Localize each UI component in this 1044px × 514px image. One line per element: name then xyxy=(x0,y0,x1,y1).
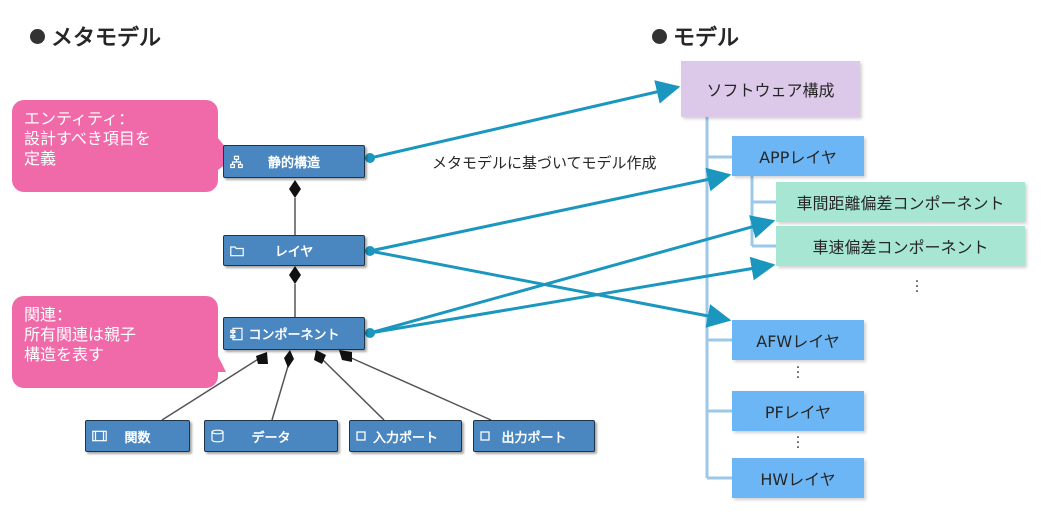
arrow-origin-dots xyxy=(365,153,375,338)
app-layer-box[interactable]: APPレイヤ xyxy=(732,136,864,176)
metamodel-heading: メタモデル xyxy=(30,20,161,52)
software-config-box[interactable]: ソフトウェア構成 xyxy=(681,61,860,117)
function-box[interactable]: 関数 xyxy=(85,420,190,452)
relation-note: 関連： 所有関連は親子 構造を表す xyxy=(12,296,218,388)
bullet-icon xyxy=(652,29,667,44)
input-port-box[interactable]: 入力ポート xyxy=(349,420,462,452)
component-box[interactable]: コンポーネント xyxy=(223,317,365,350)
distance-component-box[interactable]: 車間距離偏差コンポーネント xyxy=(776,182,1025,222)
port-icon xyxy=(480,431,490,441)
mapping-arrows xyxy=(369,80,776,335)
pf-layer-box[interactable]: PFレイヤ xyxy=(732,391,864,431)
component-icon xyxy=(230,327,243,340)
layer-box[interactable]: レイヤ xyxy=(223,235,365,266)
output-port-box[interactable]: 出力ポート xyxy=(473,420,595,452)
bullet-icon xyxy=(30,29,45,44)
database-icon xyxy=(211,429,224,443)
data-box[interactable]: データ xyxy=(204,420,338,452)
relation-note-tail xyxy=(216,352,226,372)
speed-component-box[interactable]: 車速偏差コンポーネント xyxy=(776,226,1025,266)
afw-layer-box[interactable]: AFWレイヤ xyxy=(732,320,864,360)
folder-icon xyxy=(230,245,244,256)
port-icon xyxy=(356,431,366,441)
hw-layer-box[interactable]: HWレイヤ xyxy=(732,458,864,498)
hierarchy-icon xyxy=(230,155,243,168)
static-structure-box[interactable]: 静的構造 xyxy=(223,145,365,178)
ellipsis-icon: ··· xyxy=(914,274,920,300)
ellipsis-icon: ··· xyxy=(795,360,801,386)
entity-note: エンティティ： 設計すべき項目を 定義 xyxy=(12,100,218,192)
ellipsis-icon: ··· xyxy=(795,430,801,456)
model-heading: モデル xyxy=(652,20,739,52)
function-icon xyxy=(92,430,107,442)
arrow-label: メタモデルに基づいてモデル作成 xyxy=(432,154,657,172)
composition-diamonds xyxy=(256,180,352,368)
composition-links xyxy=(161,198,492,421)
